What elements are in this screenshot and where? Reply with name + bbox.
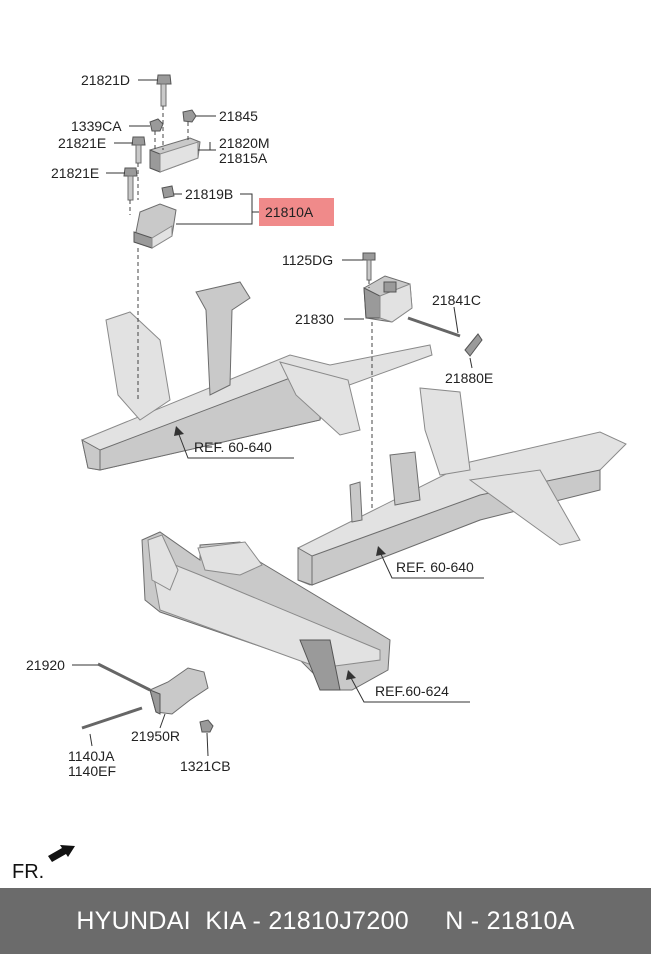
label-21920: 21920 [26,657,65,673]
bolt-21841c [407,316,461,338]
bolt-21821e-a [131,136,146,164]
label-21810a: 21810A [265,204,314,220]
label-21821d: 21821D [81,72,130,88]
right-side-rail [297,387,627,586]
sub-frame-crossmember [141,531,391,691]
rear-mount-21950r [149,667,209,715]
label-21950r: 21950R [131,728,180,744]
clip-21819b [161,185,175,199]
ref1-number: 60-640 [228,439,272,455]
label-21821e-a: 21821E [58,135,106,151]
nut-1339ca [149,118,164,132]
label-21820m: 21820M [219,135,270,151]
footer-text: HYUNDAI KIA - 21810J7200 N - 21810A [76,906,575,935]
ref1-prefix: REF. [194,439,224,455]
bolt-21821d [156,74,172,107]
label-21880e: 21880E [445,370,493,386]
part-number-footer: HYUNDAI KIA - 21810J7200 N - 21810A [0,888,651,954]
front-marker-label: FR. [12,861,44,883]
bolt-1125dg [362,252,376,281]
ref2-number: 60-640 [430,559,474,575]
label-21821e-b: 21821E [51,165,99,181]
ref3-number: 60-624 [405,683,449,699]
highlight-21810a [259,198,334,226]
ref-label-3: REF.60-624 [375,683,449,699]
label-21845: 21845 [219,108,258,124]
mount-21810a [133,203,177,249]
label-1140ja: 1140JA [68,748,115,764]
mount-21830 [363,275,413,323]
bracket-21820m [149,137,201,173]
ref2-prefix: REF. [396,559,426,575]
label-21815a: 21815A [219,150,268,166]
ref1-arrow-icon [174,426,184,436]
parts-diagram: 21821D 1339CA 21845 21821E 21820M 21815A… [12,72,627,883]
bolt-21920 [97,662,151,692]
label-1321cb: 1321CB [180,758,231,774]
label-1140ef: 1140EF [68,763,116,779]
label-21830: 21830 [295,311,334,327]
label-1125dg: 1125DG [282,252,333,268]
bolt-1140ja [81,706,143,730]
ref3-prefix: REF. [375,683,405,699]
label-21819b: 21819B [185,186,233,202]
ref-label-1: REF. 60-640 [194,439,272,455]
front-arrow-icon [48,845,75,862]
bracket-21880e [464,333,483,357]
ref3-arrow-icon [346,670,356,680]
ref2-arrow-icon [376,546,386,556]
left-side-rail [81,281,433,471]
nut-1321cb [199,719,214,733]
bolt-21821e-b [123,167,138,201]
ref-label-2: REF. 60-640 [396,559,474,575]
label-21841c: 21841C [432,292,481,308]
label-1339ca: 1339CA [71,118,122,134]
nut-21845 [182,109,197,123]
